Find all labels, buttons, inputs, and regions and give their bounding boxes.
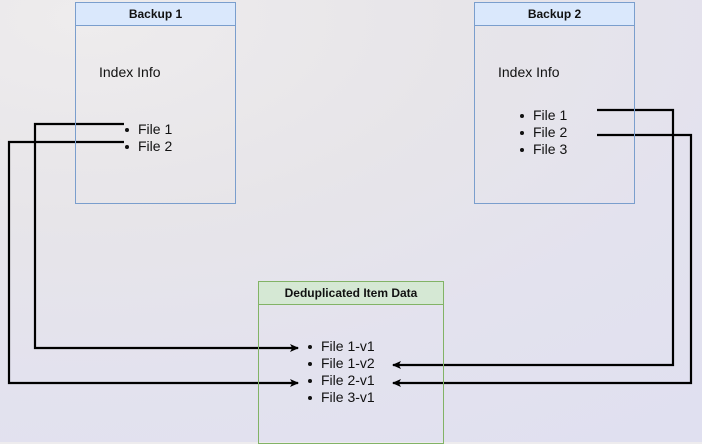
deduplicated-item[interactable]: File 1-v1 <box>304 338 375 355</box>
backup-2-file-list: File 1 File 2 File 3 <box>516 107 567 158</box>
backup-1-index-label: Index Info <box>99 64 161 80</box>
backup-2-box[interactable]: Backup 2 Index Info File 1 File 2 File 3 <box>474 2 635 204</box>
deduplicated-item-list: File 1-v1 File 1-v2 File 2-v1 File 3-v1 <box>304 338 375 406</box>
backup-1-file-list: File 1 File 2 <box>121 121 172 155</box>
backup-2-body: Index Info File 1 File 2 File 3 <box>475 26 634 203</box>
deduplicated-item[interactable]: File 3-v1 <box>304 389 375 406</box>
backup-1-title: Backup 1 <box>76 3 235 26</box>
deduplicated-item-data-box[interactable]: Deduplicated Item Data File 1-v1 File 1-… <box>258 281 444 444</box>
backup-2-file-item[interactable]: File 2 <box>516 124 567 141</box>
deduplicated-item-data-title: Deduplicated Item Data <box>259 282 443 305</box>
backup-2-file-item[interactable]: File 3 <box>516 141 567 158</box>
backup-1-box[interactable]: Backup 1 Index Info File 1 File 2 <box>75 2 236 204</box>
deduplicated-item-data-body: File 1-v1 File 1-v2 File 2-v1 File 3-v1 <box>259 305 443 443</box>
backup-2-file-item[interactable]: File 1 <box>516 107 567 124</box>
backup-2-index-label: Index Info <box>498 64 560 80</box>
deduplicated-item[interactable]: File 1-v2 <box>304 355 375 372</box>
backup-2-title: Backup 2 <box>475 3 634 26</box>
deduplicated-item[interactable]: File 2-v1 <box>304 372 375 389</box>
backup-1-file-item[interactable]: File 1 <box>121 121 172 138</box>
backup-1-body: Index Info File 1 File 2 <box>76 26 235 203</box>
backup-1-file-item[interactable]: File 2 <box>121 138 172 155</box>
